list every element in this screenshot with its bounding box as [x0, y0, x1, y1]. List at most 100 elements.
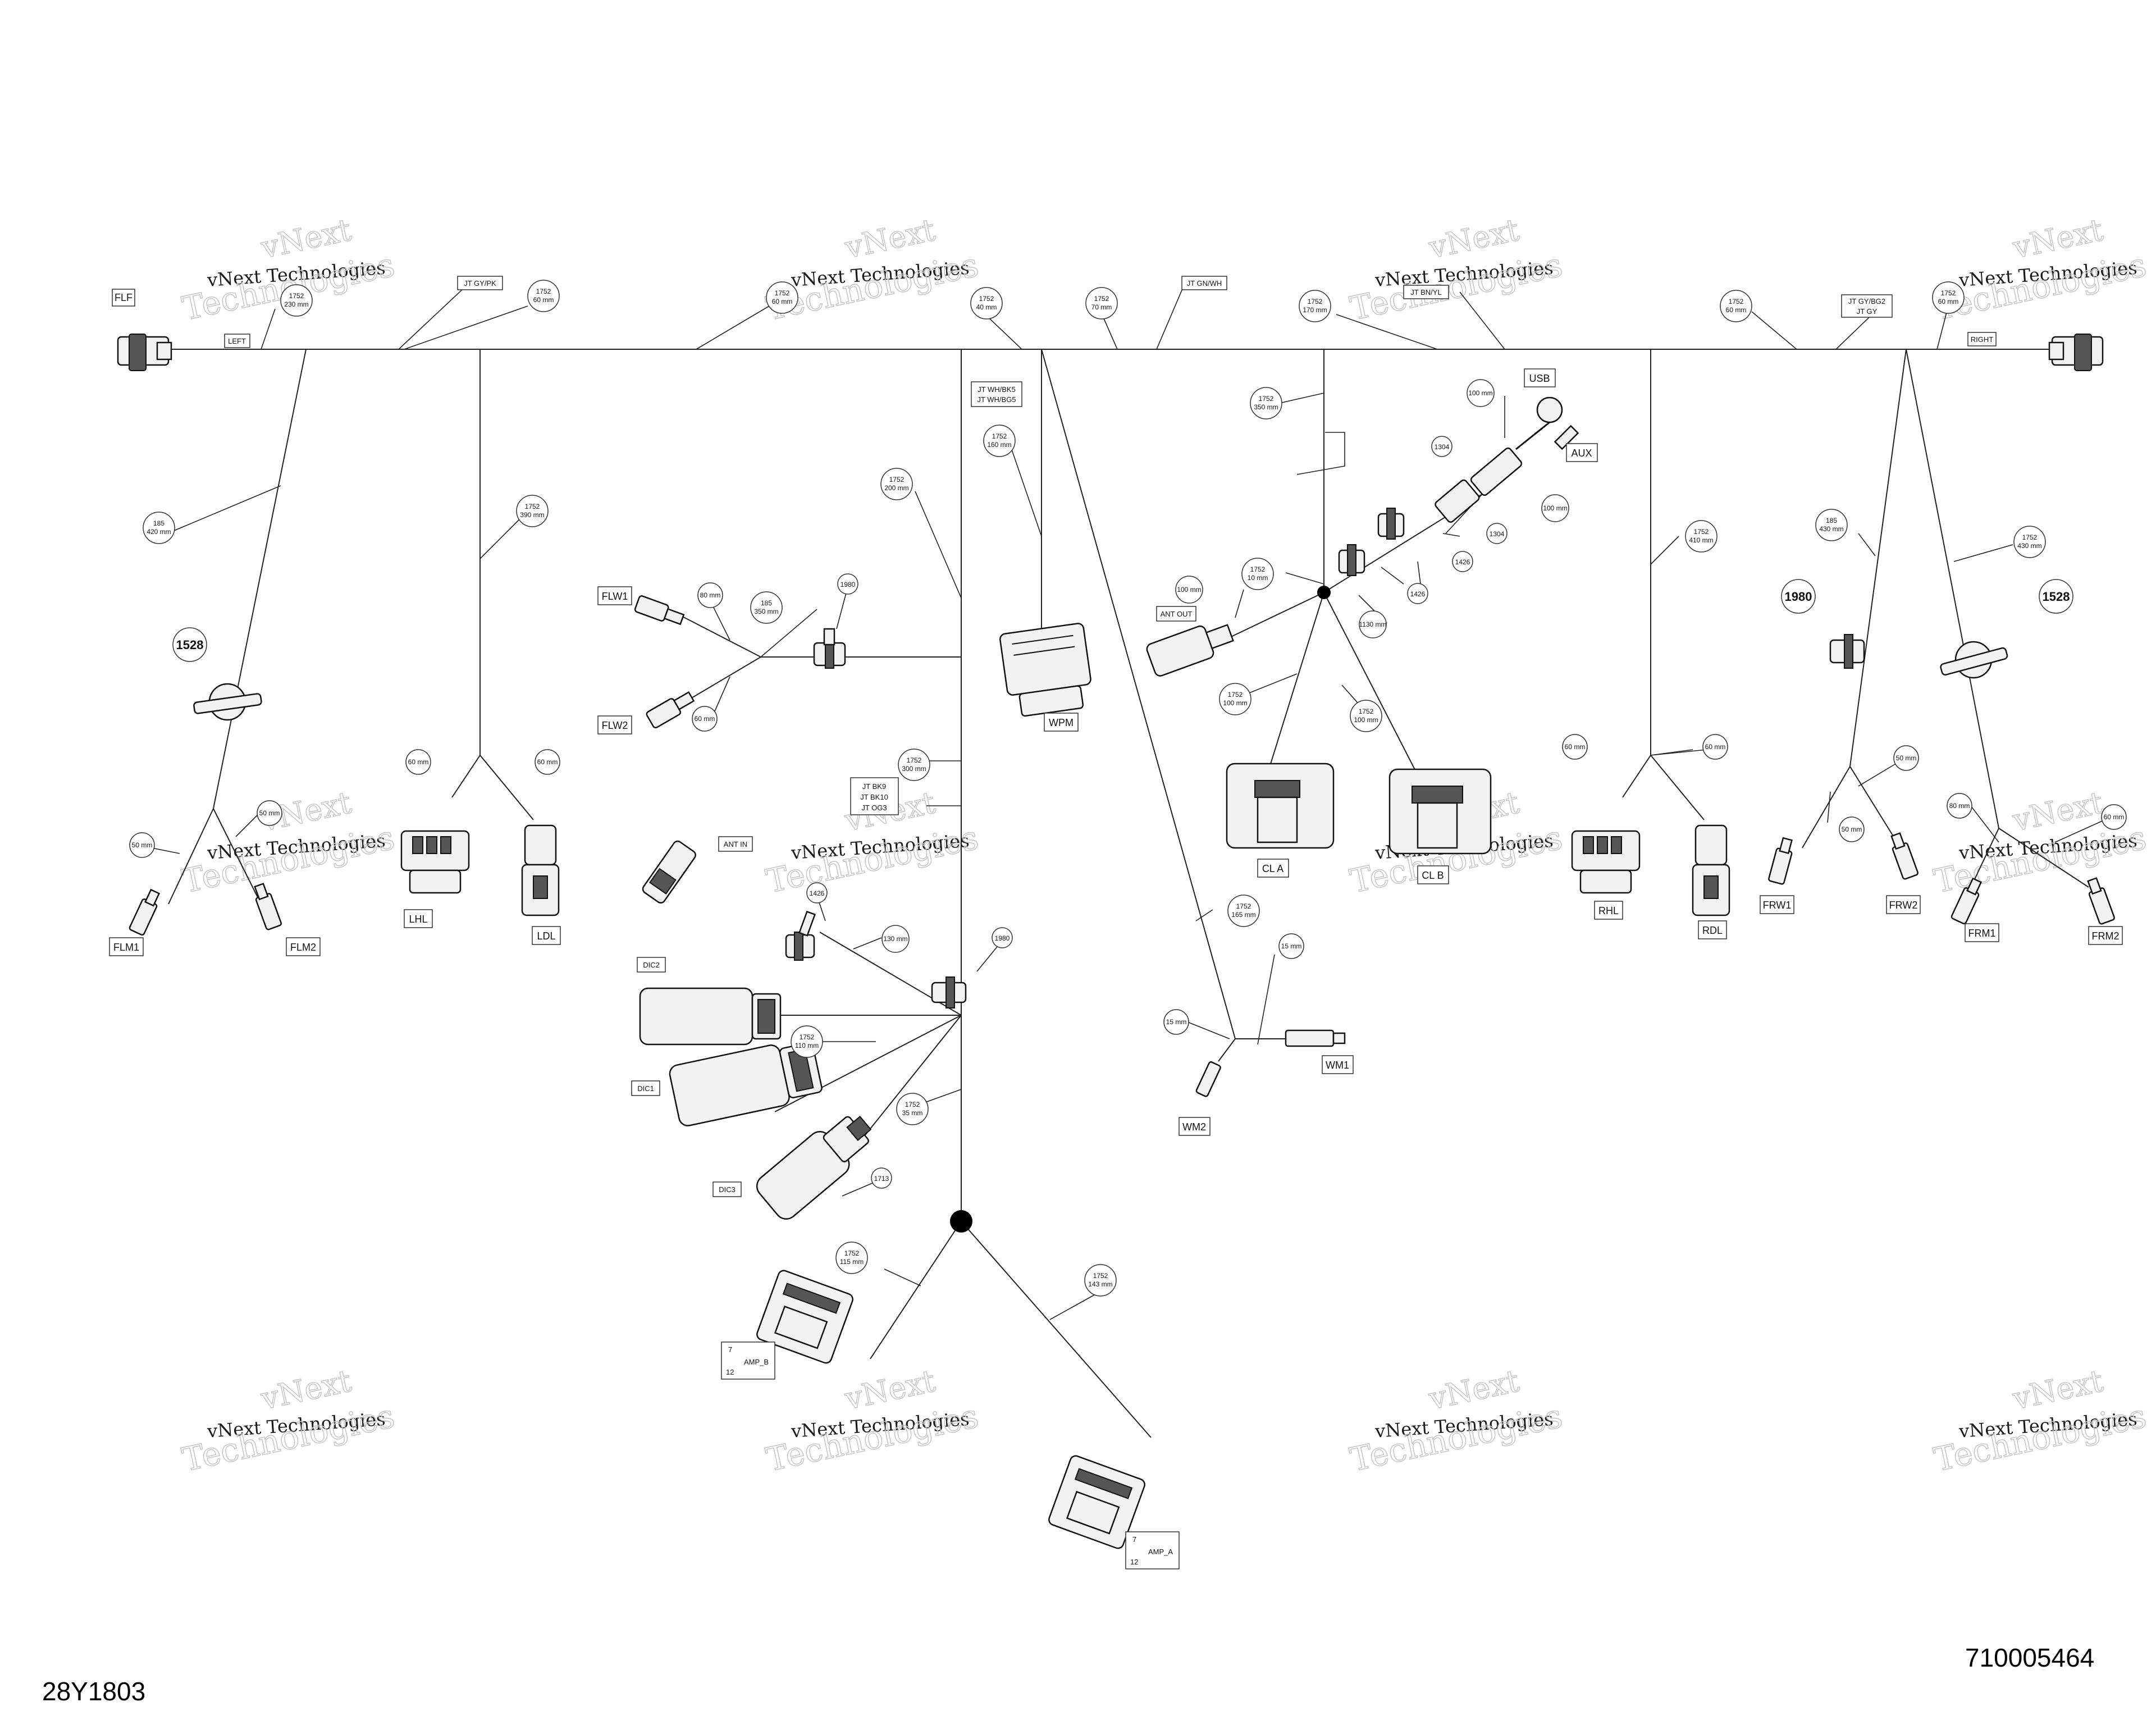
dim-60-lhl: 60 mm: [405, 749, 431, 775]
svg-text:100 mm: 100 mm: [1354, 716, 1378, 724]
splice-dot: [1317, 586, 1331, 599]
svg-text:410 mm: 410 mm: [1689, 536, 1713, 544]
dim-100-ant-out: 100 mm: [1175, 576, 1203, 604]
branch-wire-ldl: [479, 755, 534, 820]
svg-text:1980: 1980: [841, 581, 856, 588]
svg-text:1752: 1752: [289, 292, 304, 300]
svg-text:350 mm: 350 mm: [754, 608, 778, 615]
dim-50-flm2: 50 mm: [257, 800, 282, 826]
label-flm2: FLM2: [286, 937, 321, 956]
svg-text:DIC3: DIC3: [719, 1185, 736, 1194]
svg-text:1752: 1752: [907, 756, 922, 764]
svg-text:DIC1: DIC1: [637, 1084, 654, 1093]
connector-dic3: [756, 1115, 872, 1220]
svg-text:60 mm: 60 mm: [2104, 813, 2125, 821]
callout-1713: 1713: [871, 1167, 892, 1189]
leader-lines: [137, 280, 2112, 1320]
dim-1130: 1130 mm: [1359, 610, 1387, 638]
drawing-code-right: 710005464: [1965, 1643, 2095, 1672]
svg-text:50 mm: 50 mm: [1896, 754, 1917, 762]
svg-text:1752: 1752: [800, 1033, 815, 1041]
svg-text:1304: 1304: [1490, 530, 1505, 538]
watermark: vNext vNext Technologies Technologies: [1930, 1363, 2150, 1480]
svg-text:1752: 1752: [2022, 533, 2038, 541]
svg-text:JT GN/WH: JT GN/WH: [1187, 279, 1222, 288]
label-usb: USB: [1524, 368, 1556, 387]
svg-text:JT BN/YL: JT BN/YL: [1410, 288, 1441, 296]
callout-1980-center: 1980: [992, 927, 1013, 948]
part-1528-right: [1940, 641, 2008, 679]
svg-text:100 mm: 100 mm: [1468, 389, 1492, 397]
dim-15-b: 15 mm: [1163, 1009, 1189, 1035]
part-1980-center: [931, 976, 967, 1008]
watermark: vNext vNext Technologies Technologies: [1346, 1363, 1566, 1480]
connector-frm2: [2087, 877, 2115, 925]
svg-text:35 mm: 35 mm: [902, 1109, 923, 1117]
label-ldl: LDL: [532, 926, 561, 945]
svg-text:USB: USB: [1529, 373, 1550, 384]
svg-text:RHL: RHL: [1598, 905, 1619, 916]
svg-text:185: 185: [761, 599, 772, 607]
branch-wire-frw: [1849, 349, 1907, 767]
svg-text:7: 7: [728, 1345, 732, 1354]
svg-text:115 mm: 115 mm: [840, 1258, 864, 1266]
svg-text:12: 12: [726, 1368, 734, 1376]
svg-text:50 mm: 50 mm: [1842, 825, 1862, 833]
label-flf: FLF: [112, 289, 135, 307]
svg-text:1752: 1752: [992, 432, 1007, 440]
svg-text:FRM2: FRM2: [2092, 930, 2120, 942]
svg-text:JT GY: JT GY: [1857, 307, 1878, 316]
callout-1528-right: 1528: [2039, 579, 2073, 614]
svg-text:1980: 1980: [1785, 590, 1812, 604]
svg-text:185: 185: [153, 519, 165, 527]
svg-text:1752: 1752: [1259, 395, 1274, 403]
svg-text:1528: 1528: [2043, 590, 2070, 604]
label-wm1: WM1: [1322, 1055, 1354, 1074]
connector-amp-a: [1048, 1455, 1145, 1549]
svg-text:1304: 1304: [1435, 443, 1450, 451]
label-jt-bn-yl: JT BN/YL: [1403, 285, 1449, 299]
svg-text:DIC2: DIC2: [643, 961, 660, 969]
svg-text:RDL: RDL: [1702, 925, 1723, 936]
svg-text:165 mm: 165 mm: [1231, 911, 1255, 919]
svg-text:143 mm: 143 mm: [1088, 1280, 1112, 1288]
branch-wire-wm: [1041, 349, 1236, 1039]
svg-text:1752: 1752: [1250, 565, 1266, 573]
branch-wire-flw2: [684, 656, 761, 702]
branch-wire-frw2: [1849, 766, 1901, 848]
segment-marker: [1296, 432, 1345, 475]
svg-text:60 mm: 60 mm: [1938, 298, 1959, 305]
part-callouts: 1528 1528 1980 1980 1980 1426 1713 1304 …: [172, 436, 2073, 1189]
branch-wire-flw1: [673, 611, 761, 658]
callout-1304-a: 1304: [1431, 436, 1452, 457]
label-flw2: FLW2: [597, 715, 632, 734]
svg-text:JT OG3: JT OG3: [861, 804, 887, 812]
svg-text:WM2: WM2: [1182, 1121, 1206, 1133]
branch-wire-frm2: [1998, 828, 2089, 888]
svg-text:WPM: WPM: [1049, 717, 1074, 728]
connector-ldl: [521, 824, 560, 916]
svg-text:60 mm: 60 mm: [1726, 306, 1747, 314]
label-dic3: DIC3: [712, 1181, 742, 1197]
label-frw1: FRW1: [1760, 895, 1794, 914]
branch-wire-lhl: [451, 755, 481, 798]
svg-text:1752: 1752: [775, 289, 790, 297]
svg-text:FLW1: FLW1: [602, 591, 628, 602]
svg-text:430 mm: 430 mm: [1819, 525, 1843, 533]
svg-text:ANT IN: ANT IN: [724, 840, 747, 848]
svg-text:185: 185: [1826, 517, 1837, 524]
